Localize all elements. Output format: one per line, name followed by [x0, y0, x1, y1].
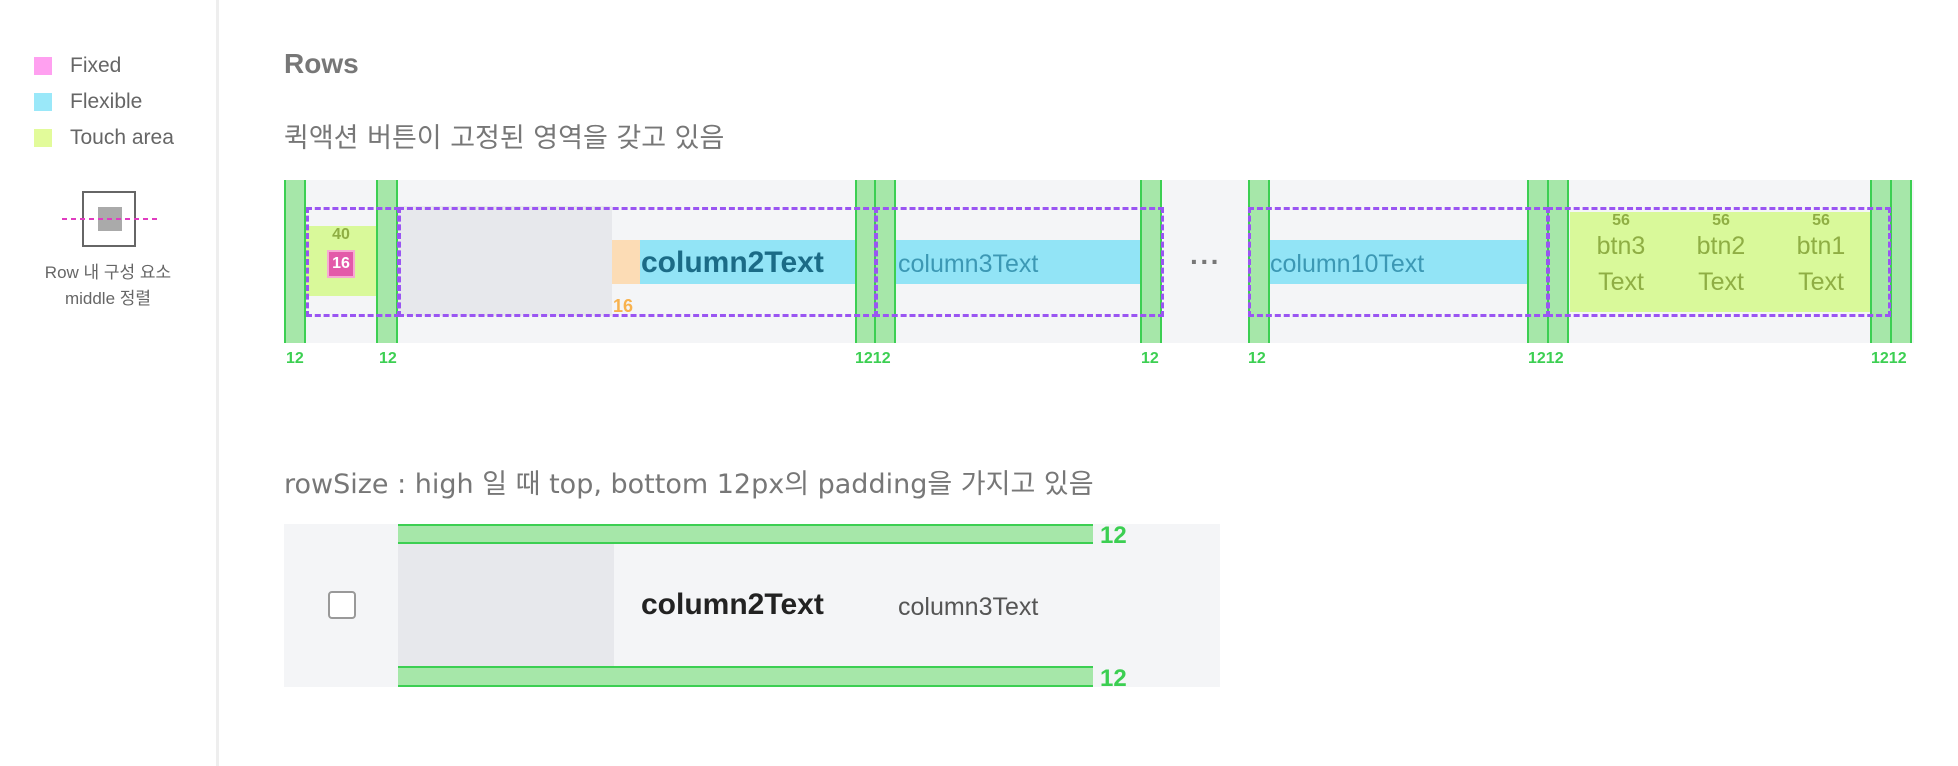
btn2-label-line2: Text	[1698, 268, 1744, 296]
align-caption: Row 내 구성 요소 middle 정렬	[20, 260, 196, 312]
column3-text: column3Text	[898, 593, 1039, 621]
legend-label-flexible: Flexible	[70, 90, 143, 113]
legend-label-touch-area: Touch area	[70, 126, 174, 149]
legend-swatch-touch-area	[34, 129, 52, 147]
cell-bounds-checkbox	[306, 207, 400, 317]
legend-swatch-fixed	[34, 57, 52, 75]
column10-flexible-area	[1268, 240, 1528, 284]
legend-item-fixed: Fixed	[34, 54, 121, 78]
btn3-label-line2: Text	[1598, 268, 1644, 296]
btn1-size-label: 56	[1812, 212, 1830, 229]
bottom-padding-strip	[398, 666, 1093, 687]
btn3-label[interactable]: btn3 Text	[1586, 228, 1656, 300]
cell-bounds-column10	[1248, 207, 1549, 317]
column3-flexible-area	[876, 240, 1140, 284]
cell-bounds-quick-actions	[1547, 207, 1891, 317]
btn2-size-label: 56	[1712, 212, 1730, 229]
padding-label: 1212	[1528, 350, 1564, 367]
legend-sidebar	[0, 0, 219, 766]
legend-swatch-flexible	[34, 93, 52, 111]
column10-text: column10Text	[1270, 250, 1425, 278]
fixed-icon-size: 16	[327, 250, 355, 278]
padding-label: 1212	[855, 350, 891, 367]
quick-action-touch-area	[1570, 212, 1870, 312]
column2-text: column2Text	[641, 246, 824, 279]
padding-strip	[284, 180, 306, 343]
thumbnail-placeholder	[398, 544, 614, 666]
section-desc-quick-action: 퀵액션 버튼이 고정된 영역을 갖고 있음	[284, 123, 725, 154]
padding-label: 12	[379, 350, 397, 367]
padding-label: 12	[1141, 350, 1159, 367]
btn2-label-line1: btn2	[1696, 232, 1746, 260]
touch-area-size-label: 40	[332, 226, 350, 243]
padding-strip	[1890, 180, 1912, 343]
gap-fixed-area	[612, 240, 640, 284]
padding-label: 12	[1248, 350, 1266, 367]
legend-item-flexible: Flexible	[34, 90, 142, 114]
btn1-label[interactable]: btn1 Text	[1786, 228, 1856, 300]
middle-align-icon	[62, 191, 158, 247]
align-caption-line1: Row 내 구성 요소	[44, 263, 172, 282]
column2-text: column2Text	[641, 588, 824, 621]
bottom-padding-label: 12	[1100, 665, 1127, 692]
more-columns-ellipsis: ···	[1190, 246, 1221, 277]
column2-flexible-area	[640, 240, 856, 284]
section-desc-row-size-high: rowSize : high 일 때 top, bottom 12px의 pad…	[284, 469, 1094, 500]
gap-size-label: 16	[613, 296, 634, 316]
cell-bounds-column3	[874, 207, 1164, 317]
row-checkbox[interactable]	[328, 591, 356, 619]
thumbnail-placeholder	[398, 206, 612, 316]
column3-text: column3Text	[898, 250, 1039, 278]
btn2-label[interactable]: btn2 Text	[1686, 228, 1756, 300]
cell-bounds-column2	[398, 207, 878, 317]
padding-label: 12	[286, 350, 304, 367]
btn1-label-line1: btn1	[1796, 232, 1846, 260]
section-title: Rows	[284, 48, 359, 79]
btn3-label-line1: btn3	[1596, 232, 1646, 260]
legend-label-fixed: Fixed	[70, 54, 122, 77]
btn1-label-line2: Text	[1798, 268, 1844, 296]
padding-label: 1212	[1871, 350, 1907, 367]
top-padding-strip	[398, 524, 1093, 544]
btn3-size-label: 56	[1612, 212, 1630, 229]
legend-item-touch-area: Touch area	[34, 126, 174, 150]
align-caption-line2: middle 정렬	[64, 289, 152, 308]
top-padding-label: 12	[1100, 522, 1127, 549]
